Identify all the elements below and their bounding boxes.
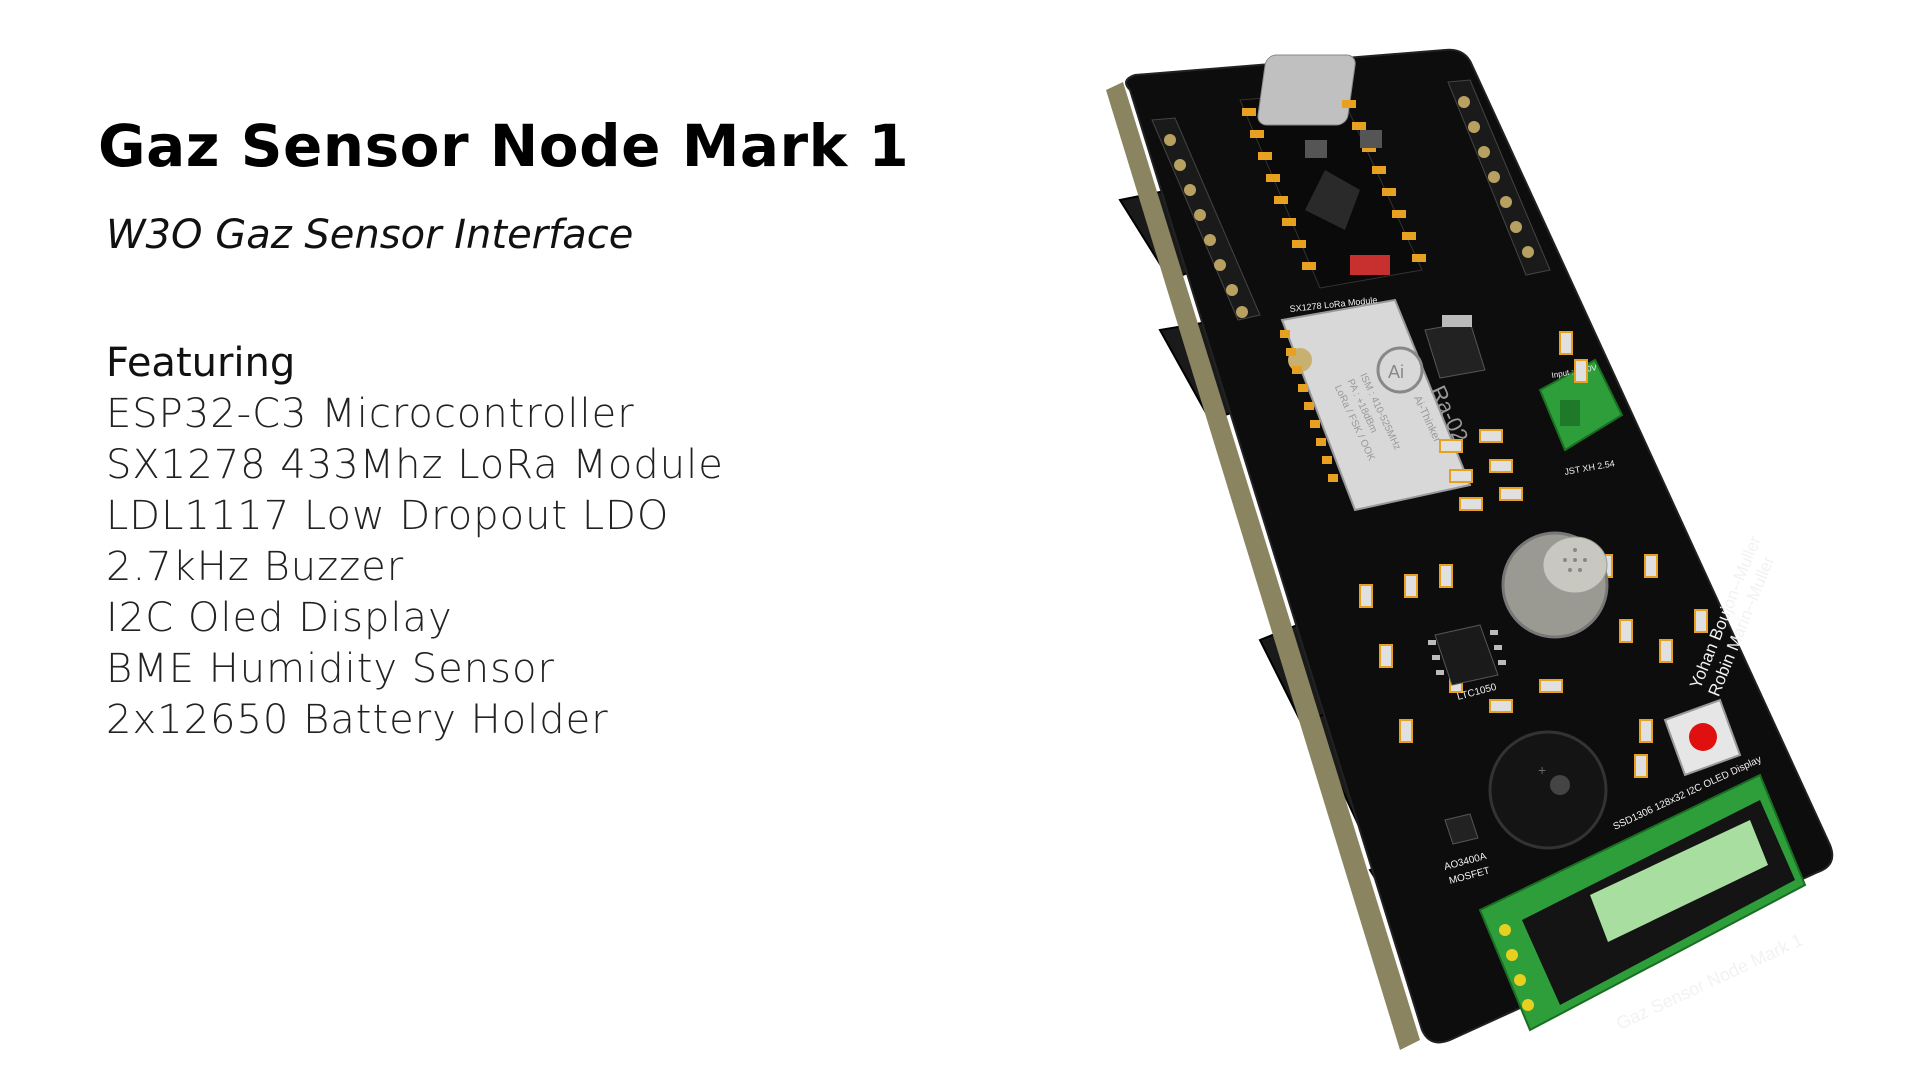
text-panel: Gaz Sensor Node Mark 1 W3O Gaz Sensor In… bbox=[98, 112, 910, 746]
feature-item: SX1278 433Mhz LoRa Module bbox=[106, 442, 724, 488]
ltc1050-ic: LTC1050 bbox=[1428, 624, 1506, 703]
page-title: Gaz Sensor Node Mark 1 bbox=[98, 112, 910, 180]
pcb-edge bbox=[1106, 82, 1420, 1050]
oled-display: SSD1306 128x32 I2C OLED Display bbox=[1478, 754, 1807, 1032]
ldo-regulator bbox=[1424, 315, 1486, 379]
page-subtitle: W3O Gaz Sensor Interface bbox=[106, 212, 634, 258]
feature-item: LDL1117 Low Dropout LDO bbox=[106, 493, 670, 539]
pcb-render: SX1278 LoRa Module Ai Ra-02 Ai-Thinker I… bbox=[1060, 30, 1860, 1060]
features-list: ESP32-C3 Microcontroller SX1278 433Mhz L… bbox=[106, 389, 724, 746]
esp32-module bbox=[1239, 54, 1426, 289]
features-section: Featuring ESP32-C3 Microcontroller SX127… bbox=[106, 338, 724, 746]
header-right bbox=[1447, 79, 1551, 276]
feature-item: ESP32-C3 Microcontroller bbox=[106, 391, 635, 437]
smd-components bbox=[1359, 331, 1708, 778]
feature-item: I2C Oled Display bbox=[106, 595, 453, 641]
pcb-illustration: SX1278 LoRa Module Ai Ra-02 Ai-Thinker I… bbox=[1106, 48, 1834, 1050]
lora-logo: Ai bbox=[1388, 362, 1404, 382]
feature-item: 2.7kHz Buzzer bbox=[106, 544, 405, 590]
lora-module: SX1278 LoRa Module Ai Ra-02 Ai-Thinker I… bbox=[1280, 295, 1473, 512]
feature-item: 2x12650 Battery Holder bbox=[106, 697, 609, 743]
button-icon bbox=[1663, 698, 1742, 777]
feature-item: BME Humidity Sensor bbox=[106, 646, 555, 692]
pcb-board bbox=[1125, 48, 1834, 1044]
svg-text:+: + bbox=[1538, 762, 1546, 778]
gas-sensor bbox=[1501, 531, 1609, 639]
features-heading: Featuring bbox=[106, 340, 296, 386]
buzzer: + bbox=[1488, 730, 1608, 850]
header-left bbox=[1151, 117, 1261, 321]
